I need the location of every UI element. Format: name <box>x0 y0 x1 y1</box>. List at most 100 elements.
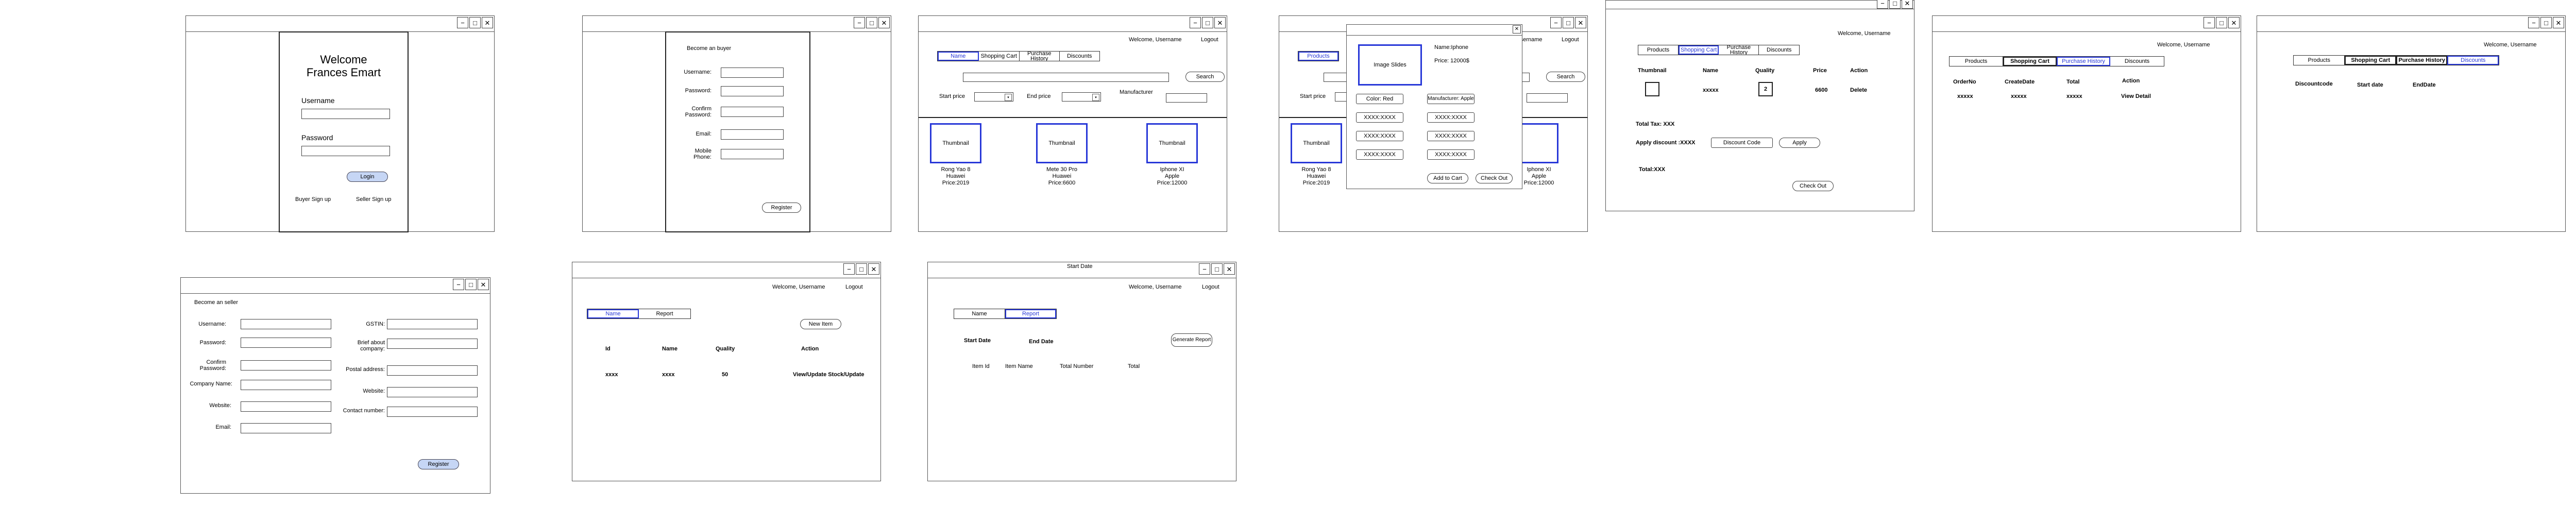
minimize-icon[interactable]: − <box>1190 17 1201 28</box>
close-icon[interactable]: ✕ <box>2228 17 2240 28</box>
spec-field[interactable]: XXXX:XXXX <box>1427 131 1475 141</box>
maximize-icon[interactable]: □ <box>866 17 877 28</box>
search-button[interactable]: Search <box>1185 72 1225 82</box>
email-field[interactable] <box>241 423 331 433</box>
tab-products[interactable]: Products <box>1298 52 1338 61</box>
tab-shopping-cart[interactable]: Shopping Cart <box>979 52 1020 61</box>
manufacturer-option[interactable]: Manufacturer: Apple <box>1427 94 1475 104</box>
logout-link[interactable]: Logout <box>1562 37 1579 43</box>
tab-products[interactable]: Products <box>2294 56 2345 65</box>
view-detail-link[interactable]: View Detail <box>2121 93 2151 99</box>
contact-number-field[interactable] <box>387 407 478 417</box>
minimize-icon[interactable]: − <box>1199 263 1210 275</box>
tab-report[interactable]: Report <box>656 311 673 317</box>
close-icon[interactable]: ✕ <box>478 279 489 290</box>
maximize-icon[interactable]: □ <box>1211 263 1223 275</box>
spec-field[interactable]: XXXX:XXXX <box>1356 149 1403 160</box>
tab-discounts[interactable]: Discounts <box>1067 53 1092 59</box>
logout-link[interactable]: Logout <box>845 284 863 290</box>
tab-discounts[interactable]: Discounts <box>2447 56 2499 65</box>
tab-name[interactable]: Name <box>587 309 639 318</box>
check-out-button[interactable]: Check Out <box>1476 173 1513 183</box>
start-price-select[interactable]: ▾ <box>974 92 1013 102</box>
seller-signup-link[interactable]: Seller Sign up <box>356 196 392 203</box>
product-thumbnail[interactable]: Thumbnail <box>1291 123 1342 163</box>
close-icon[interactable]: ✕ <box>2553 17 2564 28</box>
tab-shopping-cart[interactable]: Shopping Cart <box>1678 45 1719 55</box>
image-slides[interactable]: Image Slides <box>1358 44 1422 86</box>
quality-field[interactable]: 2 <box>1758 82 1773 96</box>
manufacturer-select[interactable] <box>1527 93 1568 103</box>
tab-shopping-cart[interactable]: Shopping Cart <box>2003 57 2057 66</box>
product-thumbnail[interactable]: Thumbnail <box>930 123 981 163</box>
register-button[interactable]: Register <box>762 203 801 213</box>
product-thumbnail[interactable]: Thumbnail <box>1146 123 1198 163</box>
maximize-icon[interactable]: □ <box>469 17 481 28</box>
login-button[interactable]: Login <box>347 172 388 182</box>
maximize-icon[interactable]: □ <box>1563 17 1574 28</box>
maximize-icon[interactable]: □ <box>856 263 867 275</box>
confirm-password-field[interactable] <box>721 107 784 117</box>
tab-products[interactable]: Products <box>1638 45 1679 55</box>
maximize-icon[interactable]: □ <box>1202 17 1213 28</box>
close-icon[interactable]: ✕ <box>1575 17 1586 28</box>
close-icon[interactable]: ✕ <box>878 17 890 28</box>
close-icon[interactable]: ✕ <box>1902 0 1913 9</box>
tab-shopping-cart[interactable]: Shopping Cart <box>2345 56 2396 65</box>
minimize-icon[interactable]: − <box>453 279 464 290</box>
buyer-signup-link[interactable]: Buyer Sign up <box>295 196 331 203</box>
logout-link[interactable]: Logout <box>1202 284 1219 290</box>
maximize-icon[interactable]: □ <box>2216 17 2227 28</box>
password-field[interactable] <box>721 86 784 96</box>
username-field[interactable] <box>241 319 331 329</box>
add-to-cart-button[interactable]: Add to Cart <box>1427 173 1468 183</box>
tab-purchase-history[interactable]: Purchase History <box>2396 56 2448 65</box>
maximize-icon[interactable]: □ <box>1889 0 1901 9</box>
gstin-field[interactable] <box>387 319 478 329</box>
product-thumbnail[interactable]: Thumbnail <box>1036 123 1088 163</box>
minimize-icon[interactable]: − <box>2528 17 2539 28</box>
spec-field[interactable]: XXXX:XXXX <box>1427 112 1475 123</box>
brief-about-company-field[interactable] <box>387 339 478 349</box>
tab-discounts[interactable]: Discounts <box>1767 47 1792 53</box>
maximize-icon[interactable]: □ <box>465 279 477 290</box>
spec-field[interactable]: XXXX:XXXX <box>1356 112 1403 123</box>
username-field[interactable] <box>301 109 390 119</box>
tab-name[interactable]: Name <box>938 52 979 61</box>
username-field[interactable] <box>721 68 784 78</box>
password-field[interactable] <box>301 146 390 156</box>
minimize-icon[interactable]: − <box>1877 0 1888 9</box>
end-price-select[interactable]: ▾ <box>1062 92 1101 102</box>
close-icon[interactable]: ✕ <box>1513 25 1521 33</box>
spec-field[interactable]: XXXX:XXXX <box>1356 131 1403 141</box>
email-field[interactable] <box>721 129 784 140</box>
product-thumbnail[interactable] <box>1516 123 1558 163</box>
color-option[interactable]: Color: Red <box>1356 94 1403 104</box>
close-icon[interactable]: ✕ <box>482 17 493 28</box>
delete-link[interactable]: Delete <box>1850 87 1868 93</box>
discount-code-input[interactable]: Discount Code <box>1711 138 1773 148</box>
tab-purchase-history[interactable]: Purchase History <box>2057 57 2110 66</box>
search-button[interactable]: Search <box>1546 72 1585 82</box>
close-icon[interactable]: ✕ <box>1214 17 1226 28</box>
company-name-field[interactable] <box>241 380 331 390</box>
tab-name[interactable]: Name <box>954 309 1005 318</box>
website-field[interactable] <box>387 387 478 397</box>
website-field[interactable] <box>241 401 331 412</box>
maximize-icon[interactable]: □ <box>2540 17 2552 28</box>
logout-link[interactable]: Logout <box>1201 37 1218 43</box>
manufacturer-select[interactable] <box>1166 93 1207 103</box>
close-icon[interactable]: ✕ <box>868 263 879 275</box>
close-icon[interactable]: ✕ <box>1224 263 1235 275</box>
check-out-button[interactable]: Check Out <box>1792 181 1834 191</box>
register-button[interactable]: Register <box>418 459 459 469</box>
password-field[interactable] <box>241 338 331 348</box>
tab-purchase-history[interactable]: Purchase History <box>1719 45 1759 55</box>
generate-report-button[interactable]: Generate Report <box>1171 333 1212 347</box>
tab-purchase-history[interactable]: Purchase History <box>1020 52 1060 61</box>
new-item-button[interactable]: New Item <box>800 319 841 329</box>
mobile-phone-field[interactable] <box>721 149 784 159</box>
minimize-icon[interactable]: − <box>457 17 468 28</box>
search-input[interactable] <box>963 73 1169 82</box>
tab-discounts[interactable]: Discounts <box>2124 58 2150 64</box>
